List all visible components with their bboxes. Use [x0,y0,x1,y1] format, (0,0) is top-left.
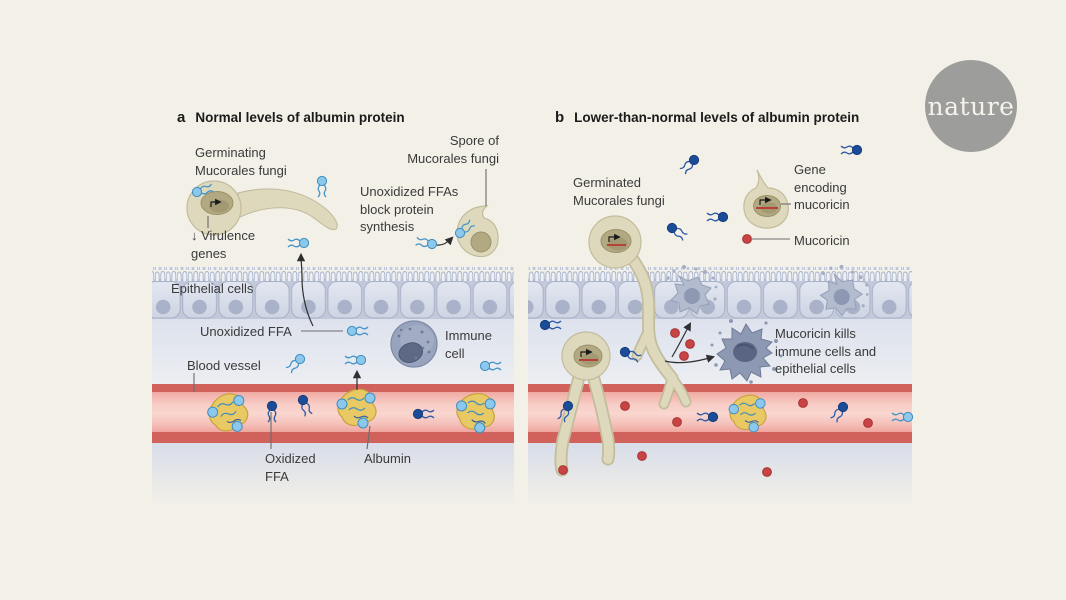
mucoricin-icon [863,418,873,428]
subvessel-fade-a [152,443,514,506]
subvessel-fade-b [528,443,912,506]
oxidized-ffa-icon [678,152,702,176]
mucoricin-icon [742,234,752,244]
mucoricin-icon [670,328,680,338]
ffa-to-spore-arrow [436,236,454,246]
oxidized-ffa-icon [840,144,863,156]
leader-lines-a [193,169,487,450]
unoxidized-ffa-icon [414,236,438,250]
immune-cell-icon [390,320,438,368]
panel-a-letter: a [177,109,186,126]
panel-b-tissue [528,259,912,506]
vessel-wall-bottom-b [528,432,912,443]
panel-b-title: b Lower-than-normal levels of albumin pr… [555,109,860,126]
panel-b-letter: b [555,109,565,126]
spore-icon [452,205,499,258]
mucoricin-icon [685,339,695,349]
mucoricin-icon [798,398,808,408]
unoxidized-ffa-icon [287,237,310,249]
label-gene-encoding: Gene encoding mucoricin [794,162,850,213]
vessel-wall-top-a [152,384,514,392]
nature-logo: nature [925,60,1017,152]
nature-logo-text: nature [927,91,1015,121]
vessel-wall-top-b [528,384,912,392]
gene-promoter-icon [759,196,772,205]
label-germinated-fungi: Germinated Mucorales fungi [573,175,665,208]
label-immune-cell: Immune cell [445,328,492,361]
germinating-fungus-icon [186,180,338,236]
unoxidized-ffa-icon [316,175,328,198]
mucoricin-icon [558,465,568,475]
label-unoxidized-ffas-block: Unoxidized FFAs block protein synthesis [360,184,459,235]
label-unoxidized-ffa: Unoxidized FFA [200,324,292,339]
microvilli-b [528,267,912,281]
mucoricin-to-epithelium-arrow [671,322,692,358]
virulence-gene-promoter-icon [210,198,222,207]
ffa-crossing-arrow [296,252,314,327]
panel-a-tissue [152,267,514,506]
label-blood-vessel: Blood vessel [187,358,261,373]
mucoricin-icon [762,467,772,477]
arrows-a [296,236,454,390]
invading-fungus-icon [554,331,616,477]
mucoricin-icon [679,351,689,361]
gene-promoter-icon [608,233,621,242]
label-virulence-genes: ↓ Virulence genes [191,228,256,261]
oxidized-ffa-icon [706,211,729,223]
dying-immune-cell-icon [710,319,783,384]
gene-promoter-icon [580,348,593,357]
label-germinating-fungi: Germinating Mucorales fungi [195,145,287,178]
label-albumin: Albumin [364,451,411,466]
mucoricin-icon [637,451,647,461]
vessel-lumen-b [528,392,912,432]
label-oxidized-ffa: Oxidized FFA [265,451,316,484]
mucoricin-icon [620,401,630,411]
label-epithelial-cells: Epithelial cells [171,281,254,296]
leader-lines-b [752,203,791,240]
mucoricin-to-immune-arrow [664,354,716,364]
germinated-fungus-icon [588,215,692,410]
mucoricin-spore-icon [743,169,789,229]
oxidized-ffa-icon [664,220,689,242]
label-spore-of: Spore of Mucorales fungi [407,133,499,166]
microvilli-a [152,267,514,281]
albumin-leader [366,425,371,450]
panel-a-title: a Normal levels of albumin protein [177,109,405,126]
mucoricin-icon [672,417,682,427]
vessel-wall-bottom-a [152,432,514,443]
arrows-b [664,322,716,364]
label-mucoricin: Mucoricin [794,233,850,248]
label-mucoricin-kills: Mucoricin kills immune cells and epithel… [775,326,877,377]
interstitium-a [152,319,514,385]
